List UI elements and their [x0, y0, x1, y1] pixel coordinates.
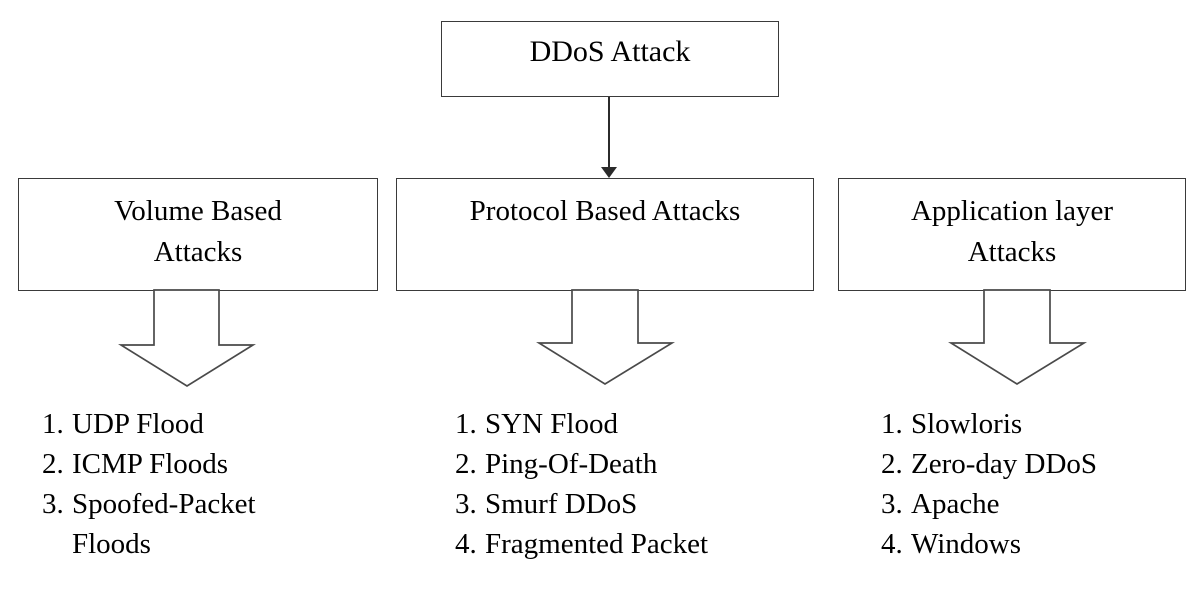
list-item-label: Smurf DDoS — [485, 488, 638, 520]
list-item-label: SYN Flood — [485, 408, 618, 440]
block-arrow-application-layer — [948, 289, 1088, 385]
list-application-layer-attacks: 1. Slowloris 2. Zero-day DDoS 3. Apache … — [881, 404, 1200, 564]
list-item: 3. Apache — [881, 484, 1200, 524]
node-ddos-attack-label: DDoS Attack — [529, 35, 691, 68]
list-item-number: 1. — [881, 408, 903, 440]
node-volume-based-attacks-label: Volume Based Attacks — [114, 195, 282, 269]
list-item: 2. Zero-day DDoS — [881, 444, 1200, 484]
list-item-label: ICMP Floods — [72, 448, 229, 480]
list-item: 3. Spoofed-Packet Floods — [42, 484, 372, 564]
node-volume-based-attacks: Volume Based Attacks — [18, 178, 378, 291]
list-item-number: 2. — [455, 448, 477, 480]
list-item: 4. Fragmented Packet — [455, 524, 825, 564]
list-protocol-based-attacks: 1. SYN Flood 2. Ping-Of-Death 3. Smurf D… — [455, 404, 825, 564]
list-item-label: Spoofed-Packet Floods — [72, 488, 256, 560]
list-item-number: 3. — [881, 488, 903, 520]
list-item: 2. Ping-Of-Death — [455, 444, 825, 484]
list-item: 2. ICMP Floods — [42, 444, 372, 484]
list-item: 1. UDP Flood — [42, 404, 372, 444]
list-item-number: 3. — [455, 488, 477, 520]
block-arrow-volume-based — [118, 289, 256, 388]
list-item-number: 2. — [42, 448, 64, 480]
list-item-number: 4. — [881, 528, 903, 560]
node-application-layer-attacks-label: Application layer Attacks — [910, 195, 1114, 269]
list-item-number: 2. — [881, 448, 903, 480]
list-item-label: UDP Flood — [72, 408, 204, 440]
list-item-number: 4. — [455, 528, 477, 560]
list-item: 3. Smurf DDoS — [455, 484, 825, 524]
list-item: 4. Windows — [881, 524, 1200, 564]
block-arrow-protocol-based — [536, 289, 676, 385]
list-item: 1. SYN Flood — [455, 404, 825, 444]
node-protocol-based-attacks-label: Protocol Based Attacks — [469, 195, 741, 227]
list-item-label: Windows — [911, 528, 1021, 560]
node-ddos-attack: DDoS Attack — [441, 21, 779, 97]
list-item-number: 1. — [42, 408, 64, 440]
list-item-label: Zero-day DDoS — [911, 448, 1098, 480]
arrow-root-to-protocol — [601, 97, 617, 178]
list-item-label: Ping-Of-Death — [485, 448, 658, 480]
list-item-label: Slowloris — [911, 408, 1023, 440]
list-item-number: 1. — [455, 408, 477, 440]
list-item: 1. Slowloris — [881, 404, 1200, 444]
list-volume-based-attacks: 1. UDP Flood 2. ICMP Floods 3. Spoofed-P… — [42, 404, 372, 564]
list-item-number: 3. — [42, 488, 64, 520]
node-protocol-based-attacks: Protocol Based Attacks — [396, 178, 814, 291]
list-item-label: Apache — [911, 488, 1000, 520]
list-item-label: Fragmented Packet — [485, 528, 709, 560]
node-application-layer-attacks: Application layer Attacks — [838, 178, 1186, 291]
